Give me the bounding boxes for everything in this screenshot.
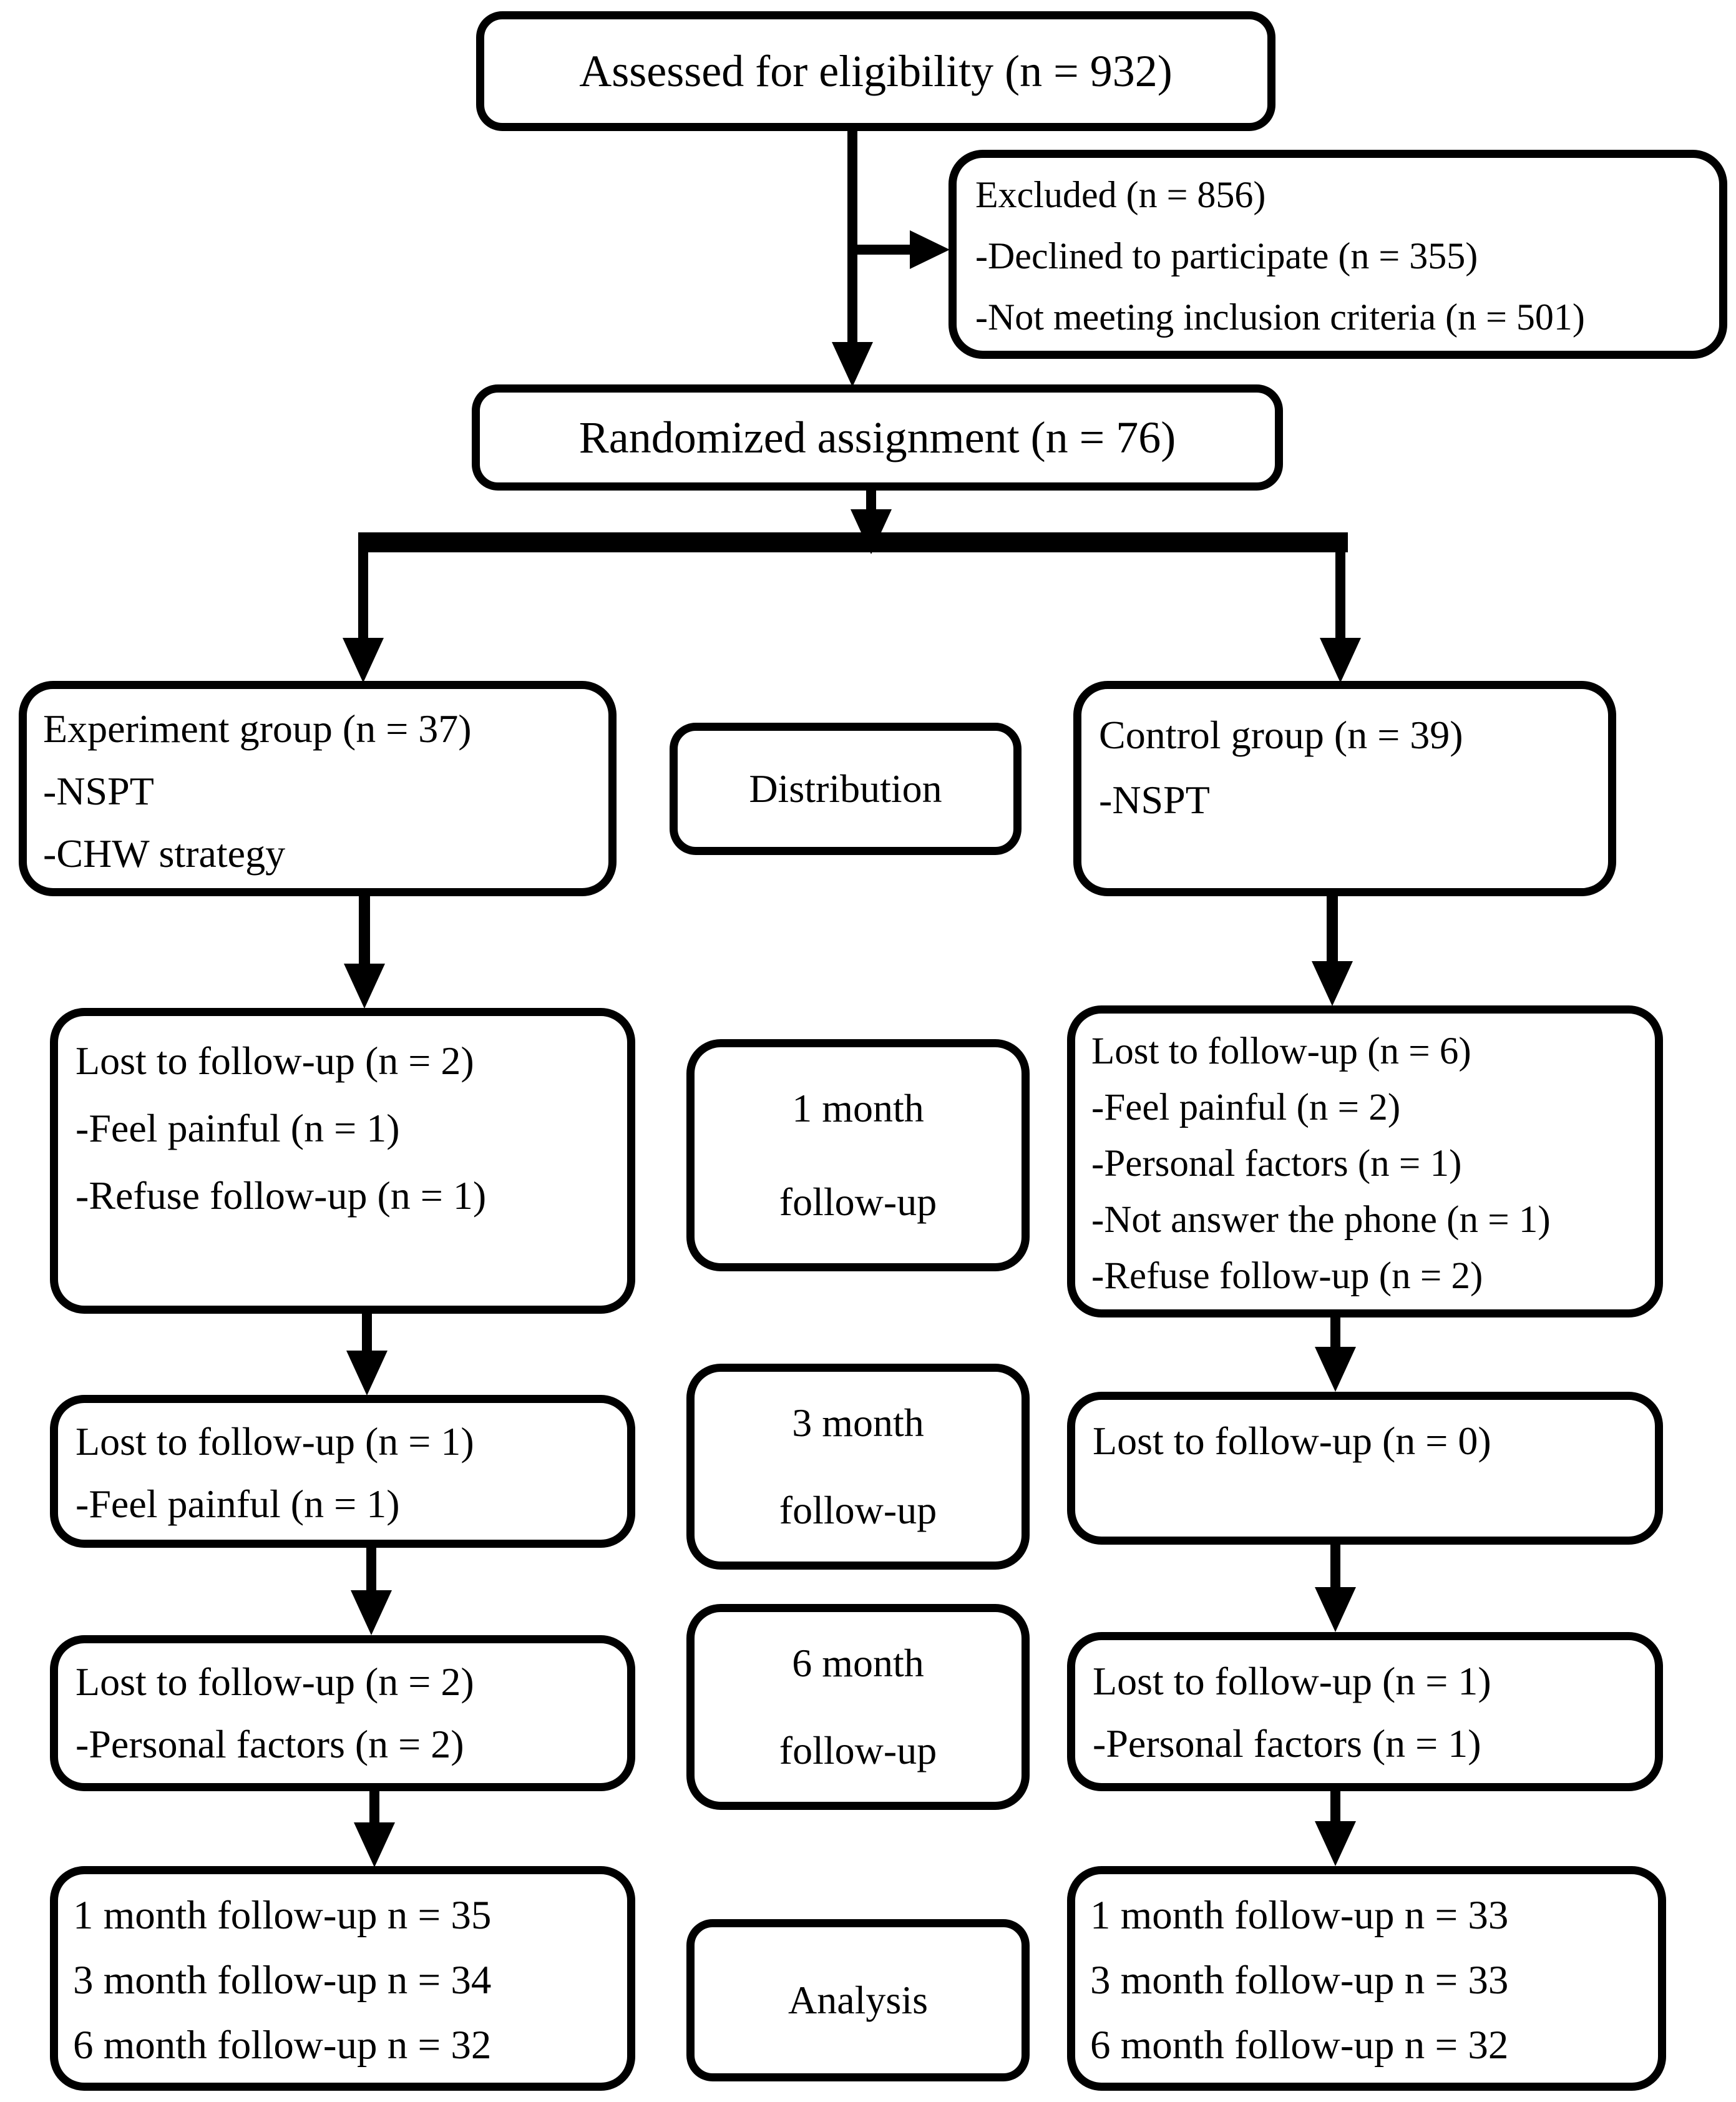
excluded-title: Excluded (n = 856) (975, 174, 1266, 215)
arrow-down-icon (1315, 1821, 1356, 1866)
control-lost-6m-box: Lost to follow-up (n = 1) -Personal fact… (1067, 1632, 1663, 1791)
arrow-down-icon (346, 1351, 388, 1396)
lost-reason: -Feel painful (n = 2) (1091, 1087, 1401, 1128)
analysis-count: 1 month follow-up n = 33 (1090, 1893, 1509, 1938)
arrow-lost3m-to-lost6m-ctrl-line (1330, 1543, 1340, 1591)
lost-title: Lost to follow-up (n = 1) (1093, 1659, 1491, 1703)
arrow-assessed-to-randomized-line (847, 129, 857, 346)
analysis-text: Analysis (788, 1978, 928, 2022)
assessed-text: Assessed for eligibility (n = 932) (579, 46, 1173, 96)
lost-reason: -Refuse follow-up (n = 1) (76, 1173, 487, 1218)
arrow-down-icon (354, 1822, 395, 1867)
arrow-to-excluded-line (852, 245, 912, 255)
arrow-down-icon (1315, 1587, 1356, 1632)
arrow-lost1m-to-lost3m-ctrl-line (1330, 1316, 1340, 1351)
arrow-down-icon (832, 342, 873, 387)
experiment-group-item: -NSPT (43, 769, 154, 813)
lost-title: Lost to follow-up (n = 1) (76, 1419, 474, 1464)
experiment-group-box: Experiment group (n = 37) -NSPT -CHW str… (19, 681, 617, 896)
arrow-down-icon (1315, 1347, 1356, 1392)
assessed-box: Assessed for eligibility (n = 932) (476, 11, 1275, 131)
lost-title: Lost to follow-up (n = 0) (1093, 1419, 1491, 1463)
arrow-lost6m-to-analysis-ctrl-line (1330, 1790, 1340, 1824)
excluded-reason: -Not meeting inclusion criteria (n = 501… (975, 296, 1585, 338)
arrow-lost1m-to-lost3m-exp-line (362, 1313, 372, 1355)
followup-3m-line: 3 month (792, 1401, 924, 1445)
analysis-count: 3 month follow-up n = 34 (73, 1958, 492, 2003)
lost-title: Lost to follow-up (n = 2) (76, 1039, 474, 1083)
control-analysis-box: 1 month follow-up n = 33 3 month follow-… (1067, 1866, 1666, 2091)
arrow-experiment-to-lost1m-line (359, 895, 370, 966)
arrow-lost6m-to-analysis-exp-line (369, 1790, 379, 1825)
arrow-lost3m-to-lost6m-exp-line (366, 1547, 376, 1594)
followup-3m-label-box: 3 month follow-up (686, 1364, 1030, 1570)
analysis-count: 6 month follow-up n = 32 (73, 2023, 492, 2068)
distribution-label-box: Distribution (670, 723, 1022, 855)
randomized-text: Randomized assignment (n = 76) (578, 412, 1176, 462)
distribution-text: Distribution (749, 766, 942, 811)
arrow-split-to-control-line (1335, 551, 1345, 642)
analysis-count: 3 month follow-up n = 33 (1090, 1958, 1509, 2003)
control-group-title: Control group (n = 39) (1099, 713, 1463, 757)
lost-reason: -Refuse follow-up (n = 2) (1091, 1255, 1483, 1297)
experiment-lost-3m-box: Lost to follow-up (n = 1) -Feel painful … (50, 1395, 635, 1548)
experiment-lost-1m-box: Lost to follow-up (n = 2) -Feel painful … (50, 1008, 635, 1314)
arrow-right-icon (910, 230, 950, 269)
lost-title: Lost to follow-up (n = 6) (1091, 1030, 1471, 1072)
followup-6m-label-box: 6 month follow-up (686, 1604, 1030, 1810)
control-lost-3m-box: Lost to follow-up (n = 0) (1067, 1392, 1663, 1545)
analysis-count: 1 month follow-up n = 35 (73, 1893, 492, 1938)
lost-reason: -Not answer the phone (n = 1) (1091, 1199, 1551, 1241)
analysis-label-box: Analysis (686, 1919, 1030, 2081)
lost-reason: -Personal factors (n = 1) (1091, 1143, 1462, 1185)
followup-1m-label-box: 1 month follow-up (686, 1039, 1030, 1271)
lost-reason: -Personal factors (n = 1) (1093, 1721, 1481, 1766)
arrow-split-to-experiment-line (358, 551, 368, 642)
randomized-box: Randomized assignment (n = 76) (472, 384, 1283, 491)
experiment-group-title: Experiment group (n = 37) (43, 706, 472, 751)
experiment-group-item: -CHW strategy (43, 831, 286, 876)
arrow-down-icon (343, 638, 384, 683)
control-group-box: Control group (n = 39) -NSPT (1073, 681, 1616, 896)
followup-6m-line: follow-up (779, 1728, 937, 1772)
followup-1m-line: 1 month (792, 1086, 924, 1130)
followup-6m-line: 6 month (792, 1641, 924, 1685)
followup-1m-line: follow-up (779, 1180, 937, 1224)
control-lost-1m-box: Lost to follow-up (n = 6) -Feel painful … (1067, 1005, 1663, 1317)
experiment-lost-6m-box: Lost to follow-up (n = 2) -Personal fact… (50, 1635, 635, 1791)
analysis-count: 6 month follow-up n = 32 (1090, 2023, 1509, 2068)
lost-reason: -Feel painful (n = 1) (76, 1482, 400, 1526)
lost-title: Lost to follow-up (n = 2) (76, 1660, 474, 1704)
experiment-analysis-box: 1 month follow-up n = 35 3 month follow-… (50, 1866, 635, 2091)
arrow-down-icon (351, 1590, 392, 1635)
arrow-down-icon (1320, 638, 1361, 683)
followup-3m-line: follow-up (779, 1488, 937, 1532)
excluded-reason: -Declined to participate (n = 355) (975, 235, 1478, 276)
arrow-randomized-to-split-line (866, 489, 876, 514)
excluded-box: Excluded (n = 856) -Declined to particip… (948, 150, 1727, 359)
arrow-control-to-lost1m-line (1327, 895, 1338, 962)
arrow-down-icon (1312, 961, 1353, 1006)
lost-reason: -Feel painful (n = 1) (76, 1106, 400, 1150)
arrow-down-icon (344, 964, 385, 1009)
lost-reason: -Personal factors (n = 2) (76, 1722, 464, 1766)
split-bar (358, 532, 1348, 552)
control-group-item: -NSPT (1099, 778, 1210, 822)
